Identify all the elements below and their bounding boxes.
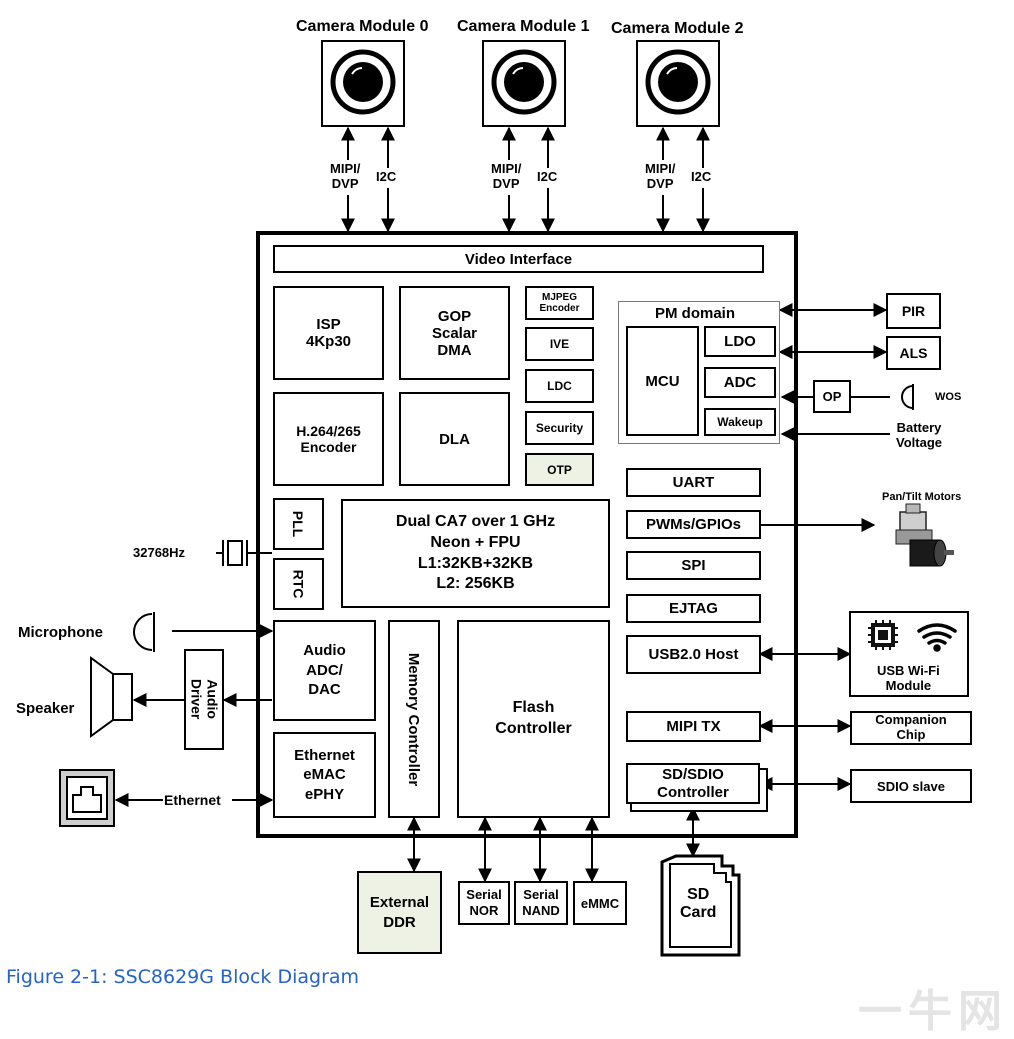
camera-2-lens-icon bbox=[636, 40, 720, 127]
als-sensor: ALS bbox=[886, 336, 941, 370]
watermark: 一牛网 bbox=[858, 987, 1008, 1036]
cpu-block: Dual CA7 over 1 GHz Neon + FPU L1:32KB+3… bbox=[341, 499, 610, 608]
pll-label: PLL bbox=[290, 510, 307, 538]
h264-encoder-block: H.264/265 Encoder bbox=[273, 392, 384, 486]
camera-2-mipi-label: MIPI/ DVP bbox=[645, 161, 676, 191]
dla-block: DLA bbox=[399, 392, 510, 486]
spi-block: SPI bbox=[626, 551, 761, 580]
camera-0-i2c-label: I2C bbox=[376, 169, 397, 184]
camera-module-2-label: Camera Module 2 bbox=[611, 20, 744, 37]
speaker-label: Speaker bbox=[16, 700, 75, 717]
battery-voltage-label: Battery Voltage bbox=[896, 420, 942, 450]
pm-wires bbox=[778, 303, 890, 441]
camera-1-lens-icon bbox=[482, 40, 566, 127]
wakeup-block: Wakeup bbox=[704, 408, 776, 436]
audio-adc-dac-block: Audio ADC/ DAC bbox=[273, 620, 376, 721]
external-ddr: External DDR bbox=[357, 871, 442, 954]
rtc-label: RTC bbox=[290, 569, 307, 599]
memory-controller-block: Memory Controller bbox=[388, 620, 440, 818]
otp-block: OTP bbox=[525, 453, 594, 486]
serial-nand-flash: Serial NAND bbox=[514, 881, 568, 925]
mipi-tx-block: MIPI TX bbox=[626, 711, 761, 742]
pwm-gpio-block: PWMs/GPIOs bbox=[626, 510, 761, 539]
companion-chip: Companion Chip bbox=[850, 711, 972, 745]
camera-0-mipi-label: MIPI/ DVP bbox=[330, 161, 361, 191]
sdio-controller-block: SD/SDIO Controller bbox=[626, 763, 760, 804]
mcu-block: MCU bbox=[626, 326, 699, 436]
crystal-icon bbox=[216, 540, 256, 566]
camera-wires bbox=[341, 126, 710, 233]
right-wires bbox=[686, 518, 876, 858]
pll-block: PLL bbox=[273, 498, 324, 550]
flash-controller-block: Flash Controller bbox=[457, 620, 610, 818]
pm-domain-label: PM domain bbox=[655, 305, 736, 322]
sd-card-icon bbox=[660, 854, 741, 957]
soc-outline bbox=[256, 231, 798, 838]
emmc-storage: eMMC bbox=[573, 881, 627, 925]
pir-sensor: PIR bbox=[886, 293, 941, 329]
microphone-label: Microphone bbox=[18, 624, 103, 641]
microphone-icon bbox=[133, 612, 155, 652]
camera-1-i2c-label: I2C bbox=[537, 169, 558, 184]
ethernet-label: Ethernet bbox=[164, 792, 221, 808]
wos-sensor-icon bbox=[901, 384, 914, 410]
sdio-slave: SDIO slave bbox=[850, 769, 972, 803]
ive-block: IVE bbox=[525, 327, 594, 361]
ethernet-emac-ephy-block: Ethernet eMAC ePHY bbox=[273, 732, 376, 818]
camera-1-mipi-label: MIPI/ DVP bbox=[491, 161, 522, 191]
ldo-block: LDO bbox=[704, 326, 776, 357]
speaker-icon bbox=[90, 656, 133, 738]
audio-driver-label: Audio Driver bbox=[188, 679, 221, 720]
audio-driver-block: Audio Driver bbox=[184, 649, 224, 750]
op-amp: OP bbox=[813, 380, 851, 413]
video-interface-block: Video Interface bbox=[273, 245, 764, 273]
mjpeg-encoder-block: MJPEG Encoder bbox=[525, 286, 594, 320]
pan-tilt-motor-icon bbox=[895, 503, 954, 567]
chip-icon bbox=[868, 620, 898, 650]
pan-tilt-motors-label: Pan/Tilt Motors bbox=[882, 491, 962, 503]
rtc-block: RTC bbox=[273, 558, 324, 610]
wifi-icon bbox=[917, 623, 957, 652]
camera-module-1-label: Camera Module 1 bbox=[457, 18, 590, 35]
adc-block: ADC bbox=[704, 367, 776, 398]
crystal-frequency-label: 32768Hz bbox=[133, 545, 186, 560]
security-block: Security bbox=[525, 411, 594, 445]
gop-scalar-dma-block: GOP Scalar DMA bbox=[399, 286, 510, 380]
isp-block: ISP 4Kp30 bbox=[273, 286, 384, 380]
usb-wifi-module-label: USB Wi-Fi Module bbox=[877, 663, 940, 693]
figure-caption: Figure 2-1: SSC8629G Block Diagram bbox=[6, 966, 360, 988]
ethernet-port-icon bbox=[59, 769, 115, 827]
wos-label: WOS bbox=[935, 391, 962, 403]
camera-module-0-label: Camera Module 0 bbox=[296, 18, 429, 35]
serial-nor-flash: Serial NOR bbox=[458, 881, 510, 925]
camera-2-i2c-label: I2C bbox=[691, 169, 712, 184]
usb-host-block: USB2.0 Host bbox=[626, 635, 761, 674]
uart-block: UART bbox=[626, 468, 761, 497]
memory-controller-label: Memory Controller bbox=[405, 652, 423, 786]
bottom-wires bbox=[407, 816, 599, 883]
camera-0-lens-icon bbox=[321, 40, 405, 127]
ldc-block: LDC bbox=[525, 369, 594, 403]
left-wires bbox=[114, 552, 274, 807]
sd-card-label: SD Card bbox=[680, 886, 717, 922]
ejtag-block: EJTAG bbox=[626, 594, 761, 623]
